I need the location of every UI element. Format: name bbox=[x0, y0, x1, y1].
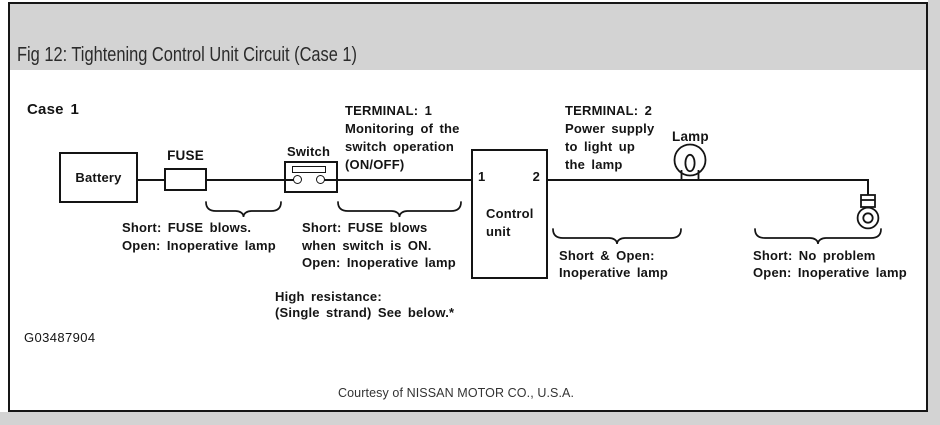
annotation-switch-wire: Short: FUSE blows when switch is ON. Ope… bbox=[302, 220, 456, 270]
lamp-icon bbox=[673, 143, 707, 180]
battery-label: Battery bbox=[75, 169, 122, 185]
switch-contact-right bbox=[316, 175, 325, 184]
control-unit-box: 1 2 Control unit bbox=[471, 149, 548, 279]
panel-shadow-right bbox=[928, 0, 940, 425]
annotation-fuse-wire: Short: FUSE blows. Open: Inoperative lam… bbox=[122, 220, 276, 253]
switch-label: Switch bbox=[287, 144, 331, 159]
brace-lamp-wire-icon bbox=[552, 228, 682, 245]
wire-control-ground bbox=[546, 179, 869, 181]
switch-knob bbox=[292, 166, 326, 173]
figure-code: G03487904 bbox=[24, 330, 96, 345]
panel-shadow-bottom bbox=[0, 412, 940, 425]
fuse-box bbox=[164, 168, 207, 191]
case-label: Case 1 bbox=[27, 101, 80, 118]
brace-switch-wire-icon bbox=[337, 201, 462, 218]
wire-switch-control bbox=[324, 179, 472, 181]
battery-box: Battery bbox=[59, 152, 138, 203]
brace-fuse-wire-icon bbox=[205, 201, 282, 218]
figure-title-bar: Fig 12: Tightening Control Unit Circuit … bbox=[10, 4, 926, 70]
control-unit-label: Control unit bbox=[486, 206, 534, 239]
bulb-socket-icon bbox=[856, 194, 880, 230]
switch-contact-left bbox=[293, 175, 302, 184]
annotation-lamp-wire: Short & Open: Inoperative lamp bbox=[559, 248, 669, 280]
courtesy-line: Courtesy of NISSAN MOTOR CO., U.S.A. bbox=[338, 386, 575, 400]
wire-battery-fuse bbox=[136, 179, 165, 181]
figure-title: Fig 12: Tightening Control Unit Circuit … bbox=[17, 44, 357, 66]
terminal-1-annotation: TERMINAL: 1 Monitoring of the switch ope… bbox=[345, 103, 460, 172]
switch-box bbox=[284, 161, 338, 193]
terminal-1-pin-label: 1 bbox=[478, 169, 486, 184]
annotation-ground-wire: Short: No problem Open: Inoperative lamp bbox=[753, 248, 907, 280]
fuse-label: FUSE bbox=[167, 148, 204, 163]
terminal-2-annotation: TERMINAL: 2 Power supply to light up the… bbox=[565, 103, 655, 172]
annotation-high-resistance: High resistance: (Single strand) See bel… bbox=[275, 289, 455, 320]
terminal-2-pin-label: 2 bbox=[532, 169, 540, 184]
wire-fuse-switch bbox=[205, 179, 295, 181]
brace-ground-wire-icon bbox=[754, 228, 882, 245]
wire-drop-to-socket bbox=[867, 180, 869, 196]
lamp-label: Lamp bbox=[672, 129, 709, 144]
figure-panel: Fig 12: Tightening Control Unit Circuit … bbox=[8, 2, 928, 412]
